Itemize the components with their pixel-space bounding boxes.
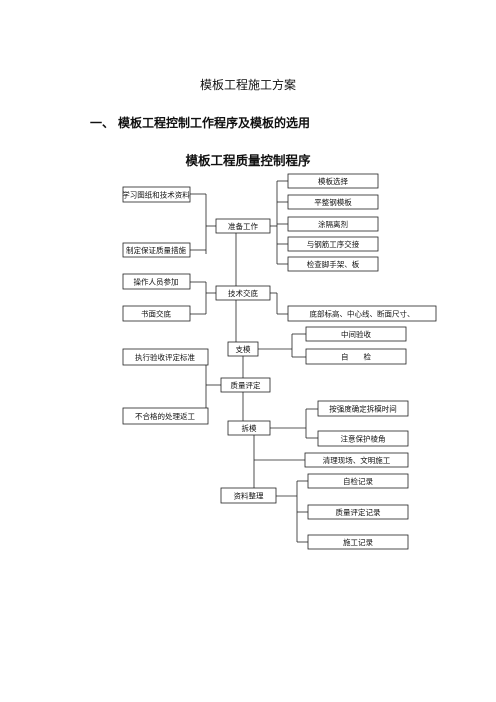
flow-right-box-11: 自检记录	[307, 473, 409, 489]
flow-label: 支模	[236, 344, 251, 354]
flow-label: 中间验收	[341, 329, 371, 339]
flow-label: 底部标高、中心线、断面尺寸、	[310, 309, 415, 319]
flow-label: 资料整理	[234, 491, 264, 501]
flow-label: 不合格的处理返工	[135, 411, 195, 421]
flow-left-box-3: 书面交底	[122, 305, 191, 322]
flow-label: 质量评定记录	[336, 507, 381, 517]
flow-left-box-0: 学习图纸和技术资料	[122, 186, 191, 203]
connectors	[190, 180, 318, 543]
flow-label: 按强度确定拆模时间	[329, 404, 397, 414]
flow-label: 拆模	[242, 423, 257, 433]
flow-right-box-13: 施工记录	[307, 534, 409, 550]
flow-label: 清理现场、文明施工	[323, 455, 391, 465]
flow-label: 操作人员参加	[134, 277, 179, 287]
flow-right-box-4: 检查脚手架、板	[287, 256, 379, 272]
flow-label: 质量评定	[231, 380, 261, 390]
flow-center-box-3: 质量评定	[220, 377, 271, 393]
flow-label: 技术交底	[228, 288, 258, 298]
flow-label: 平整钢模板	[314, 197, 352, 207]
flow-center-box-5: 资料整理	[220, 487, 277, 504]
flow-label: 涂隔离剂	[318, 219, 348, 229]
flow-right-box-10: 清理现场、文明施工	[304, 452, 409, 468]
flow-label: 书面交底	[141, 309, 171, 319]
flow-center-box-2: 支模	[227, 341, 259, 357]
flow-label: 准备工作	[228, 221, 258, 231]
flow-left-box-2: 操作人员参加	[122, 273, 191, 290]
flow-right-box-0: 模板选择	[287, 173, 379, 189]
flow-right-box-2: 涂隔离剂	[287, 216, 379, 232]
flow-label: 制定保证质量措施	[126, 245, 186, 255]
flow-right-box-12: 质量评定记录	[307, 504, 409, 520]
flow-right-box-1: 平整钢模板	[287, 194, 379, 210]
flow-center-box-0: 准备工作	[215, 218, 271, 234]
chart-title: 模板工程质量控制程序	[185, 153, 311, 168]
flow-right-box-5: 底部标高、中心线、断面尺寸、	[287, 305, 437, 322]
flow-left-box-1: 制定保证质量措施	[122, 242, 191, 258]
flow-right-box-8: 按强度确定拆模时间	[317, 400, 409, 417]
section-title: 模板工程控制工作程序及模板的选用	[118, 116, 311, 130]
flow-left-box-5: 不合格的处理返工	[122, 407, 209, 425]
flow-left-box-4: 执行验收评定标准	[122, 348, 209, 366]
flow-label: 执行验收评定标准	[135, 352, 195, 362]
flow-right-box-7: 自 检	[305, 348, 407, 365]
flow-label: 模板选择	[318, 176, 348, 186]
flow-label: 自 检	[341, 352, 371, 362]
flow-label: 与钢筋工序交接	[307, 239, 360, 249]
flow-center-box-4: 拆模	[227, 420, 271, 436]
flow-label: 施工记录	[343, 537, 373, 547]
flow-center-box-1: 技术交底	[215, 285, 271, 301]
flow-right-box-9: 注意保护棱角	[317, 430, 409, 447]
flow-right-box-3: 与钢筋工序交接	[287, 236, 379, 252]
flow-label: 自检记录	[343, 476, 373, 486]
flow-right-box-6: 中间验收	[305, 326, 407, 342]
document-title: 模板工程施工方案	[199, 78, 296, 92]
flow-label: 学习图纸和技术资料	[122, 190, 190, 200]
flow-label: 检查脚手架、板	[307, 259, 360, 269]
section-heading: 一、模板工程控制工作程序及模板的选用	[90, 114, 310, 131]
section-number: 一、	[90, 116, 115, 130]
flow-label: 注意保护棱角	[341, 434, 386, 444]
